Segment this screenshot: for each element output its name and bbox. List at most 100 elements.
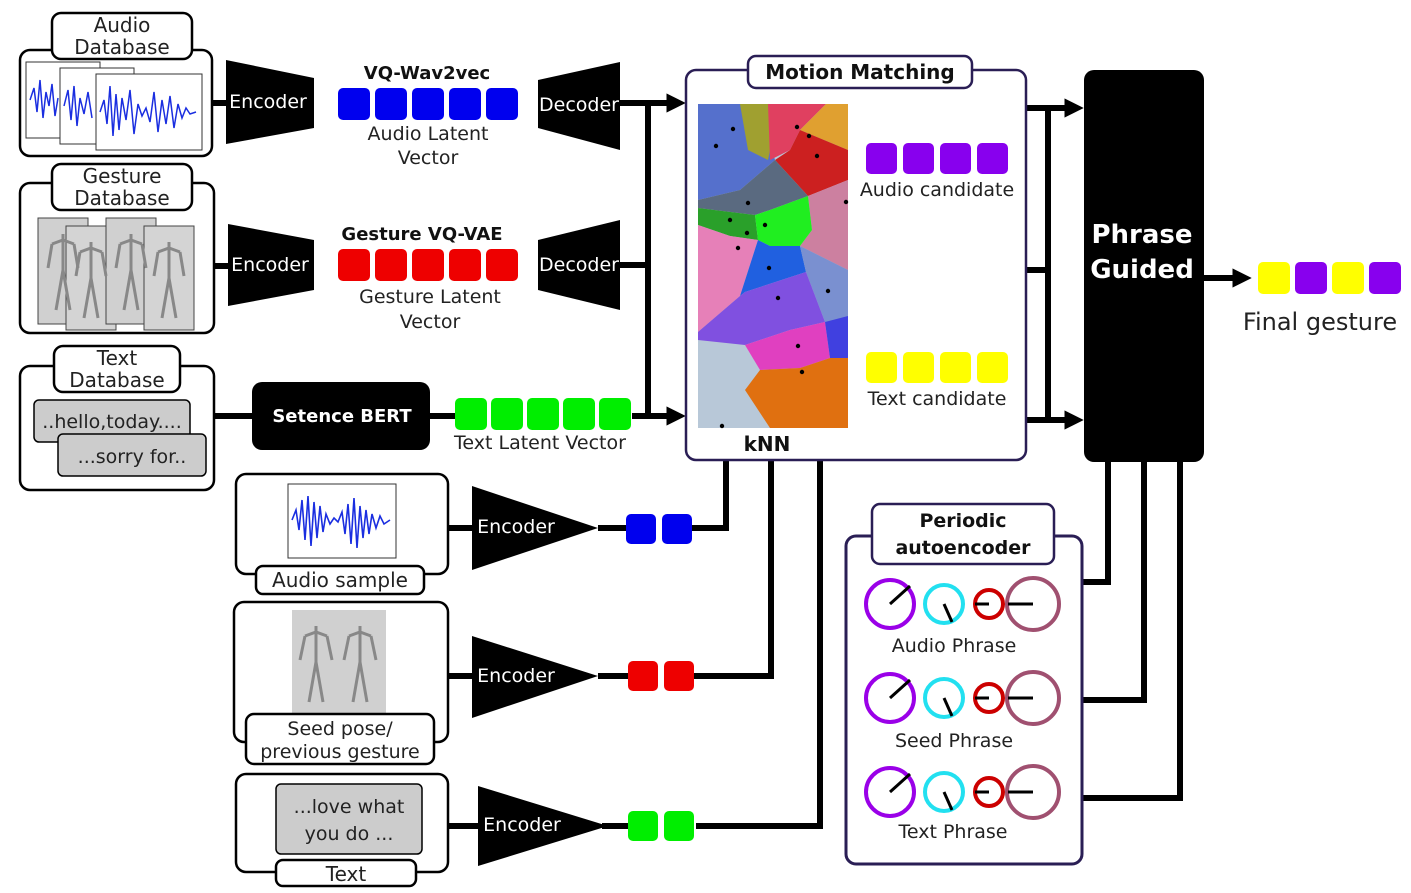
text-input-panel: ...love what you do ... Text [234,772,450,888]
text-candidate-cell [977,352,1008,383]
text-database-snippet-1: ..hello,today.... [42,411,182,433]
final-gesture-label: Final gesture [1243,308,1397,336]
audio-latent-cell [412,88,444,120]
text-candidate-vector [866,352,1008,383]
final-gesture-cell [1332,262,1364,294]
sentence-bert-block: Setence BERT Text Latent Vector [252,382,631,454]
gesture-query-cell [664,661,694,691]
connector-wires [212,93,1252,829]
gesture-query-cell [628,661,658,691]
audio-latent-cell [449,88,481,120]
motion-matching-panel: kNN Audio candidate Text candidate Motio… [684,54,1028,462]
text-input-encoder-label: Encoder [483,814,561,836]
audio-candidate-vector [866,143,1008,174]
seed-pose-panel: Seed pose/ previous gesture [232,600,450,766]
text-input-snippet-line1: ...love what [294,796,405,818]
audio-database-title-line2: Database [74,35,169,59]
gesture-decoder: Decoder [538,220,620,310]
seed-pose-skeleton [292,610,386,714]
gesture-decoder-label: Decoder [539,254,619,276]
seed-pose-encoder-label: Encoder [477,665,555,687]
text-latent-cell [599,398,631,430]
audio-latent-cell [486,88,518,120]
seed-phrase-label: Seed Phrase [895,730,1013,752]
audio-candidate-cell [903,143,934,174]
seed-pose-encoder: Encoder [472,636,598,718]
motion-matching-title: Motion Matching [765,60,954,84]
audio-decoder: Decoder [538,62,620,150]
audio-database-title-line1: Audio [94,13,151,37]
text-input-encoder: Encoder [478,786,608,866]
gesture-database-title-line2: Database [74,186,169,210]
gesture-database: Gesture Database [18,162,216,335]
gesture-latent-cell [412,249,444,281]
audio-latent-caption-line1: Audio Latent [368,123,489,145]
seed-pose-label-line1: Seed pose/ [287,718,393,740]
gesture-latent-caption-line2: Vector [400,311,461,333]
text-database-title-line1: Text [96,346,138,370]
audio-database: Audio Database [18,11,214,158]
text-candidate-label: Text candidate [867,388,1007,410]
audio-phrase-label: Audio Phrase [892,635,1017,657]
audio-sample-encoder: Encoder [472,486,598,570]
audio-candidate-cell [977,143,1008,174]
text-latent-vector [455,398,631,430]
audio-db-encoder: Encoder [226,60,314,144]
sentence-bert-label: Setence BERT [272,406,412,427]
text-database-snippet-2: ...sorry for.. [78,446,187,468]
text-candidate-cell [866,352,897,383]
audio-db-encoder-label: Encoder [229,91,307,113]
audio-sample-encoder-label: Encoder [477,516,555,538]
audio-latent-cell [375,88,407,120]
gesture-query-vector [628,661,694,691]
knn-points [713,124,849,429]
vq-wav2vec-title: VQ-Wav2vec [364,63,490,84]
final-gesture-cell [1369,262,1401,294]
seed-phase-dials [864,670,1061,726]
text-latent-cell [455,398,487,430]
audio-sample-label: Audio sample [272,568,408,592]
audio-sample-panel: Audio sample [234,472,450,596]
audio-candidate-cell [940,143,971,174]
audio-query-cell [626,514,656,544]
vq-wav2vec-block: VQ-Wav2vec Audio Latent Vector [338,63,518,169]
final-gesture-output: Final gesture [1243,262,1401,336]
text-latent-caption: Text Latent Vector [453,432,626,454]
text-candidate-cell [903,352,934,383]
text-query-vector [628,811,694,841]
knn-label: kNN [744,432,791,456]
text-phrase-label: Text Phrase [897,821,1007,843]
text-latent-cell [563,398,595,430]
text-query-cell [628,811,658,841]
gesture-latent-caption-line1: Gesture Latent [359,286,501,308]
text-candidate-cell [940,352,971,383]
audio-candidate-label: Audio candidate [860,179,1014,201]
text-latent-cell [527,398,559,430]
final-gesture-cell [1295,262,1327,294]
final-gesture-cell [1258,262,1290,294]
audio-latent-cell [338,88,370,120]
gesture-db-encoder: Encoder [228,224,314,306]
audio-candidate-cell [866,143,897,174]
gesture-database-title-line1: Gesture [83,164,162,188]
periodic-autoencoder-title-line1: Periodic [919,510,1006,532]
audio-latent-caption-line2: Vector [398,147,459,169]
audio-query-cell [662,514,692,544]
waveform-thumbnails [25,61,203,151]
audio-decoder-label: Decoder [539,94,619,116]
gesture-latent-cell [449,249,481,281]
seed-pose-label-line2: previous gesture [260,741,420,763]
periodic-autoencoder-panel: Periodic autoencoder Audio Phrase Seed P… [844,502,1084,866]
text-input-snippet-line2: you do ... [305,823,394,845]
voronoi-knn-map [698,104,849,429]
gesture-latent-cell [375,249,407,281]
audio-query-vector [626,514,692,544]
periodic-autoencoder-title-line2: autoencoder [895,537,1031,559]
text-input-label: Text [325,862,367,886]
text-phase-dials [864,764,1061,820]
gesture-latent-cell [486,249,518,281]
phrase-guided-line2: Guided [1090,255,1194,285]
phrase-guided-block: Phrase Guided [1084,70,1204,462]
gesture-db-encoder-label: Encoder [231,254,309,276]
